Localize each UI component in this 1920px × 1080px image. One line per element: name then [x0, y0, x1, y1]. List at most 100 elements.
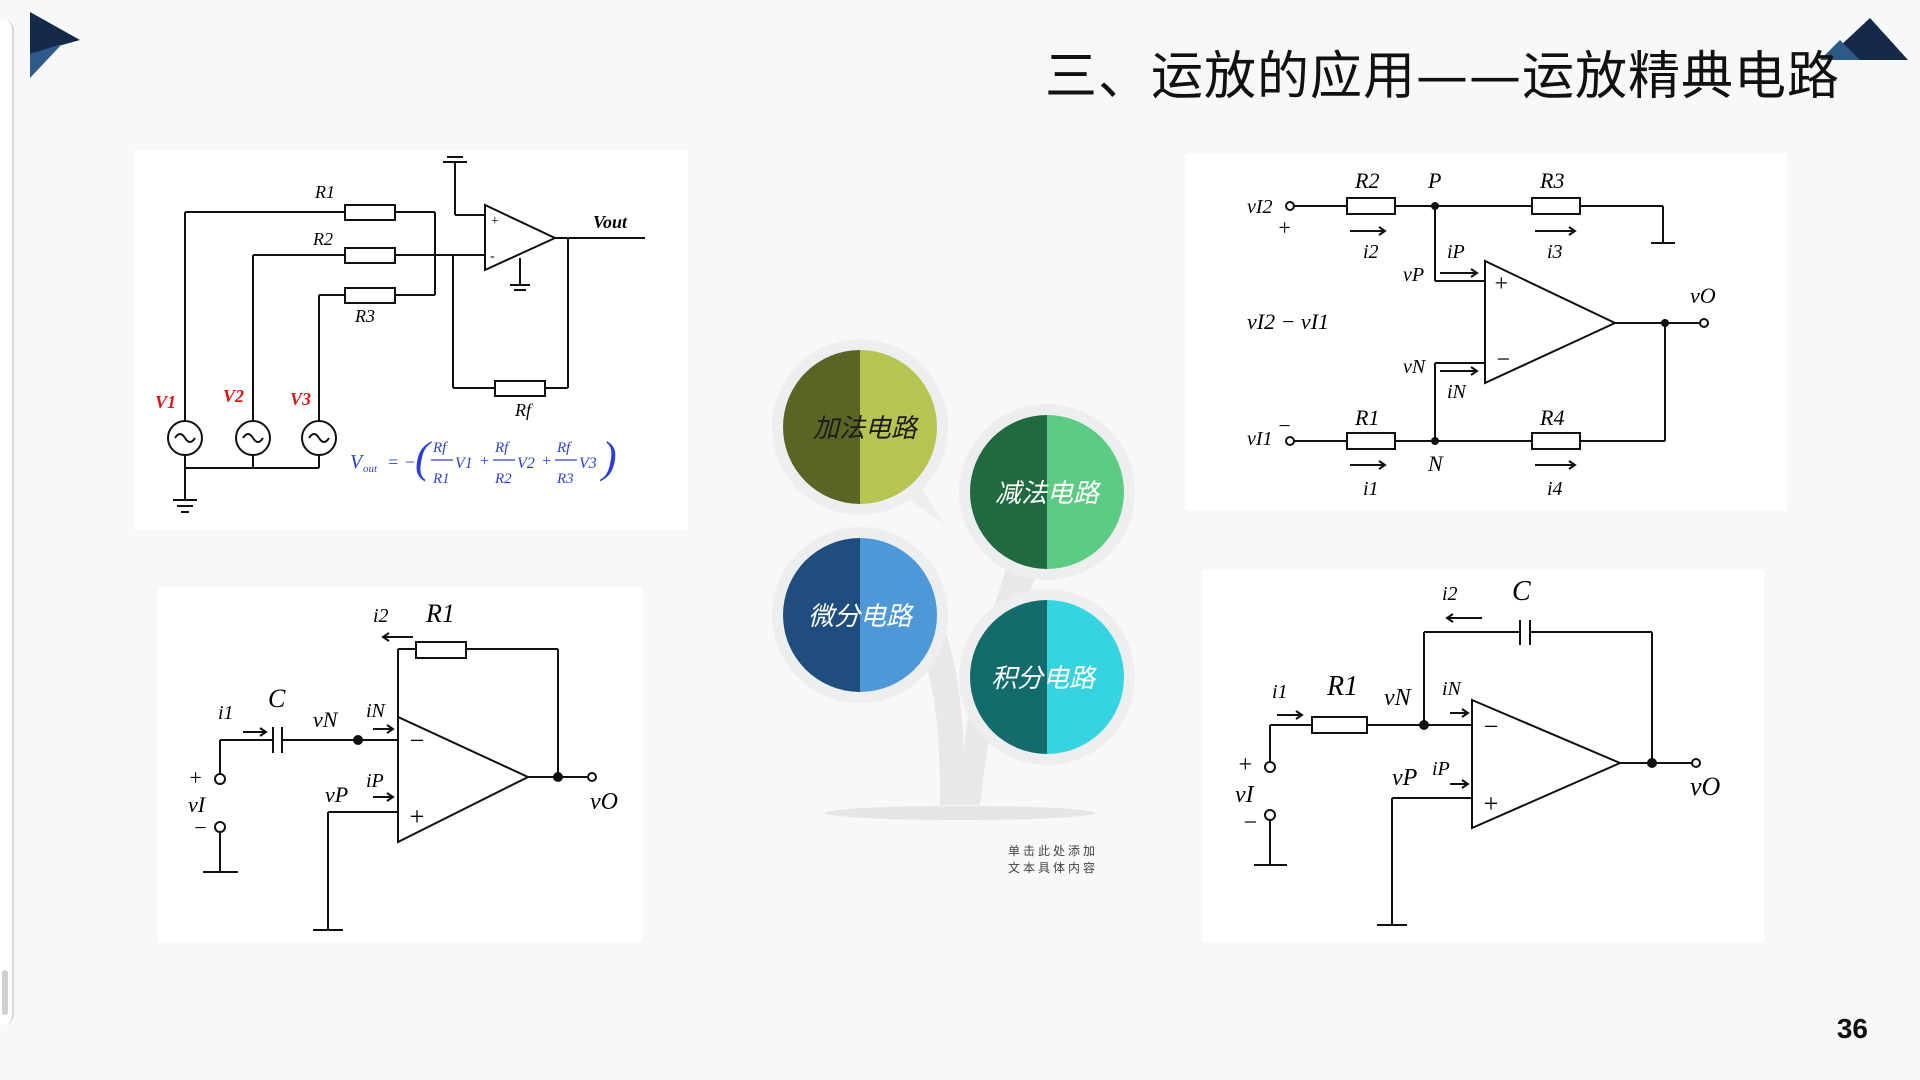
svg-text:+: + [1482, 789, 1500, 818]
svg-text:V1: V1 [455, 455, 473, 472]
diff-i1-label: i1 [218, 702, 234, 724]
sub-vi1-label: vI1 [1247, 428, 1273, 450]
caption-text[interactable]: 单击此处添加 文本具体内容 [1008, 843, 1128, 877]
differentiator-circuit-diagram: − + C R1 i1 i2 iN iP vN vP vI + − vO [188, 599, 618, 931]
tree-label-diff: 微分电路 [808, 602, 914, 632]
svg-text:+: + [541, 453, 552, 470]
diff-vn-label: vN [313, 707, 339, 732]
diff-vo-label: vO [590, 789, 618, 815]
tree-label-add: 加法电路 [813, 414, 919, 444]
tree-item-add [772, 339, 948, 525]
caption-line-2: 文本具体内容 [1008, 861, 1099, 875]
caption-line-1: 单击此处添加 [1008, 844, 1099, 858]
diff-minus-label: − [193, 815, 208, 840]
svg-text:Rf: Rf [432, 440, 448, 456]
window-edge [0, 20, 14, 1025]
sub-vn-label: vN [1403, 356, 1427, 378]
int-vi-label: vI [1235, 782, 1255, 808]
sub-p-label: P [1427, 168, 1441, 193]
diff-ip-label: iP [366, 770, 384, 792]
subtractor-circuit-diagram: + − vI2 + vI1 − vI2 − vI1 R2 R3 R1 R4 P … [1247, 168, 1716, 500]
svg-text:+: + [1493, 271, 1509, 297]
sub-r1-label: R1 [1354, 405, 1379, 430]
diff-in-label: iN [366, 700, 387, 722]
int-minus-label: − [1242, 810, 1258, 836]
int-plus-label: + [1237, 752, 1253, 778]
adder-r2-label: R2 [312, 229, 333, 249]
adder-v2-label: V2 [223, 386, 244, 406]
svg-text:(: ( [415, 433, 432, 482]
adder-circuit-panel: + - R1 R2 R3 Rf Vout V1 V2 V3 V out = − … [135, 150, 688, 530]
mountain-deco-icon [1820, 18, 1908, 60]
subtractor-circuit-panel: + − vI2 + vI1 − vI2 − vI1 R2 R3 R1 R4 P … [1185, 153, 1787, 511]
adder-v1-label: V1 [155, 392, 176, 412]
sub-i4-label: i4 [1547, 478, 1563, 500]
diff-vp-label: vP [325, 782, 348, 807]
adder-r3-label: R3 [354, 306, 375, 326]
slide-title: 三、运放的应用——运放精典电路 [1044, 47, 1840, 107]
diff-plus-label: + [188, 765, 203, 790]
int-c-label: C [1512, 576, 1531, 607]
diff-i2-label: i2 [373, 605, 389, 627]
svg-text:−: − [1495, 347, 1511, 373]
tree-item-sub [959, 404, 1135, 580]
svg-text:−: − [1482, 712, 1500, 741]
tree-item-diff [772, 527, 948, 703]
sub-vp-label: vP [1403, 264, 1424, 286]
sub-n-label: N [1427, 451, 1444, 476]
scrollbar[interactable] [2, 970, 8, 1015]
sub-i2-label: i2 [1363, 241, 1379, 263]
svg-text:Rf: Rf [556, 440, 572, 456]
sub-ip-label: iP [1447, 241, 1465, 263]
int-vo-label: vO [1690, 772, 1721, 801]
sub-r4-label: R4 [1539, 405, 1564, 430]
tree-label-sub: 减法电路 [995, 479, 1101, 509]
svg-text:R1: R1 [432, 471, 450, 487]
diff-c-label: C [268, 684, 286, 713]
adder-v3-label: V3 [290, 389, 311, 409]
svg-text:out: out [363, 463, 378, 475]
int-in-label: iN [1442, 678, 1463, 700]
svg-text:R3: R3 [556, 471, 574, 487]
svg-text:+: + [408, 802, 426, 831]
adder-r1-label: R1 [314, 182, 335, 202]
tree-label-int: 积分电路 [991, 664, 1097, 694]
sub-vo-label: vO [1690, 283, 1716, 308]
adder-circuit-diagram: + - R1 R2 R3 Rf Vout V1 V2 V3 V out = − … [155, 156, 645, 513]
adder-formula: V out = − ( Rf R1 V1 + Rf R2 V2 + Rf R3 … [350, 433, 617, 487]
integrator-circuit-diagram: − + C R1 i1 i2 iN iP vN vP vI + − vO [1235, 576, 1721, 926]
sub-r2-label: R2 [1354, 168, 1379, 193]
differentiator-circuit-panel: − + C R1 i1 i2 iN iP vN vP vI + − vO [158, 587, 643, 942]
diff-vi-label: vI [188, 792, 207, 817]
diff-r1-label: R1 [425, 599, 455, 628]
sub-vi2-label: vI2 [1247, 196, 1273, 218]
svg-text:Rf: Rf [494, 440, 510, 456]
play-logo-icon [30, 12, 80, 78]
svg-text:−: − [408, 726, 426, 755]
sub-diff-label: vI2 − vI1 [1247, 309, 1329, 334]
int-ip-label: iP [1432, 758, 1450, 780]
int-i2-label: i2 [1442, 583, 1458, 605]
int-vn-label: vN [1384, 685, 1413, 711]
int-vp-label: vP [1392, 765, 1418, 791]
svg-text:V2: V2 [517, 455, 535, 472]
sub-r3-label: R3 [1539, 168, 1564, 193]
sub-plus-label: + [1277, 215, 1292, 240]
svg-text:= −: = − [387, 452, 416, 472]
svg-text:): ) [599, 433, 617, 482]
tree-item-int [959, 589, 1135, 765]
svg-text:+: + [490, 214, 499, 229]
svg-text:-: - [490, 249, 495, 264]
integrator-circuit-panel: − + C R1 i1 i2 iN iP vN vP vI + − vO [1202, 570, 1764, 942]
sub-i3-label: i3 [1547, 241, 1563, 263]
svg-text:V: V [350, 451, 365, 473]
adder-vout-label: Vout [593, 212, 628, 232]
sub-in-label: iN [1447, 381, 1468, 403]
sub-minus-label: − [1277, 413, 1292, 438]
svg-text:+: + [479, 453, 490, 470]
svg-text:V3: V3 [579, 455, 597, 472]
svg-text:R2: R2 [494, 471, 512, 487]
page-number: 36 [1836, 1013, 1868, 1044]
adder-rf-label: Rf [514, 400, 534, 420]
tree-graphic: 加法电路 减法电路 微分电路 积分电路 [772, 339, 1135, 820]
